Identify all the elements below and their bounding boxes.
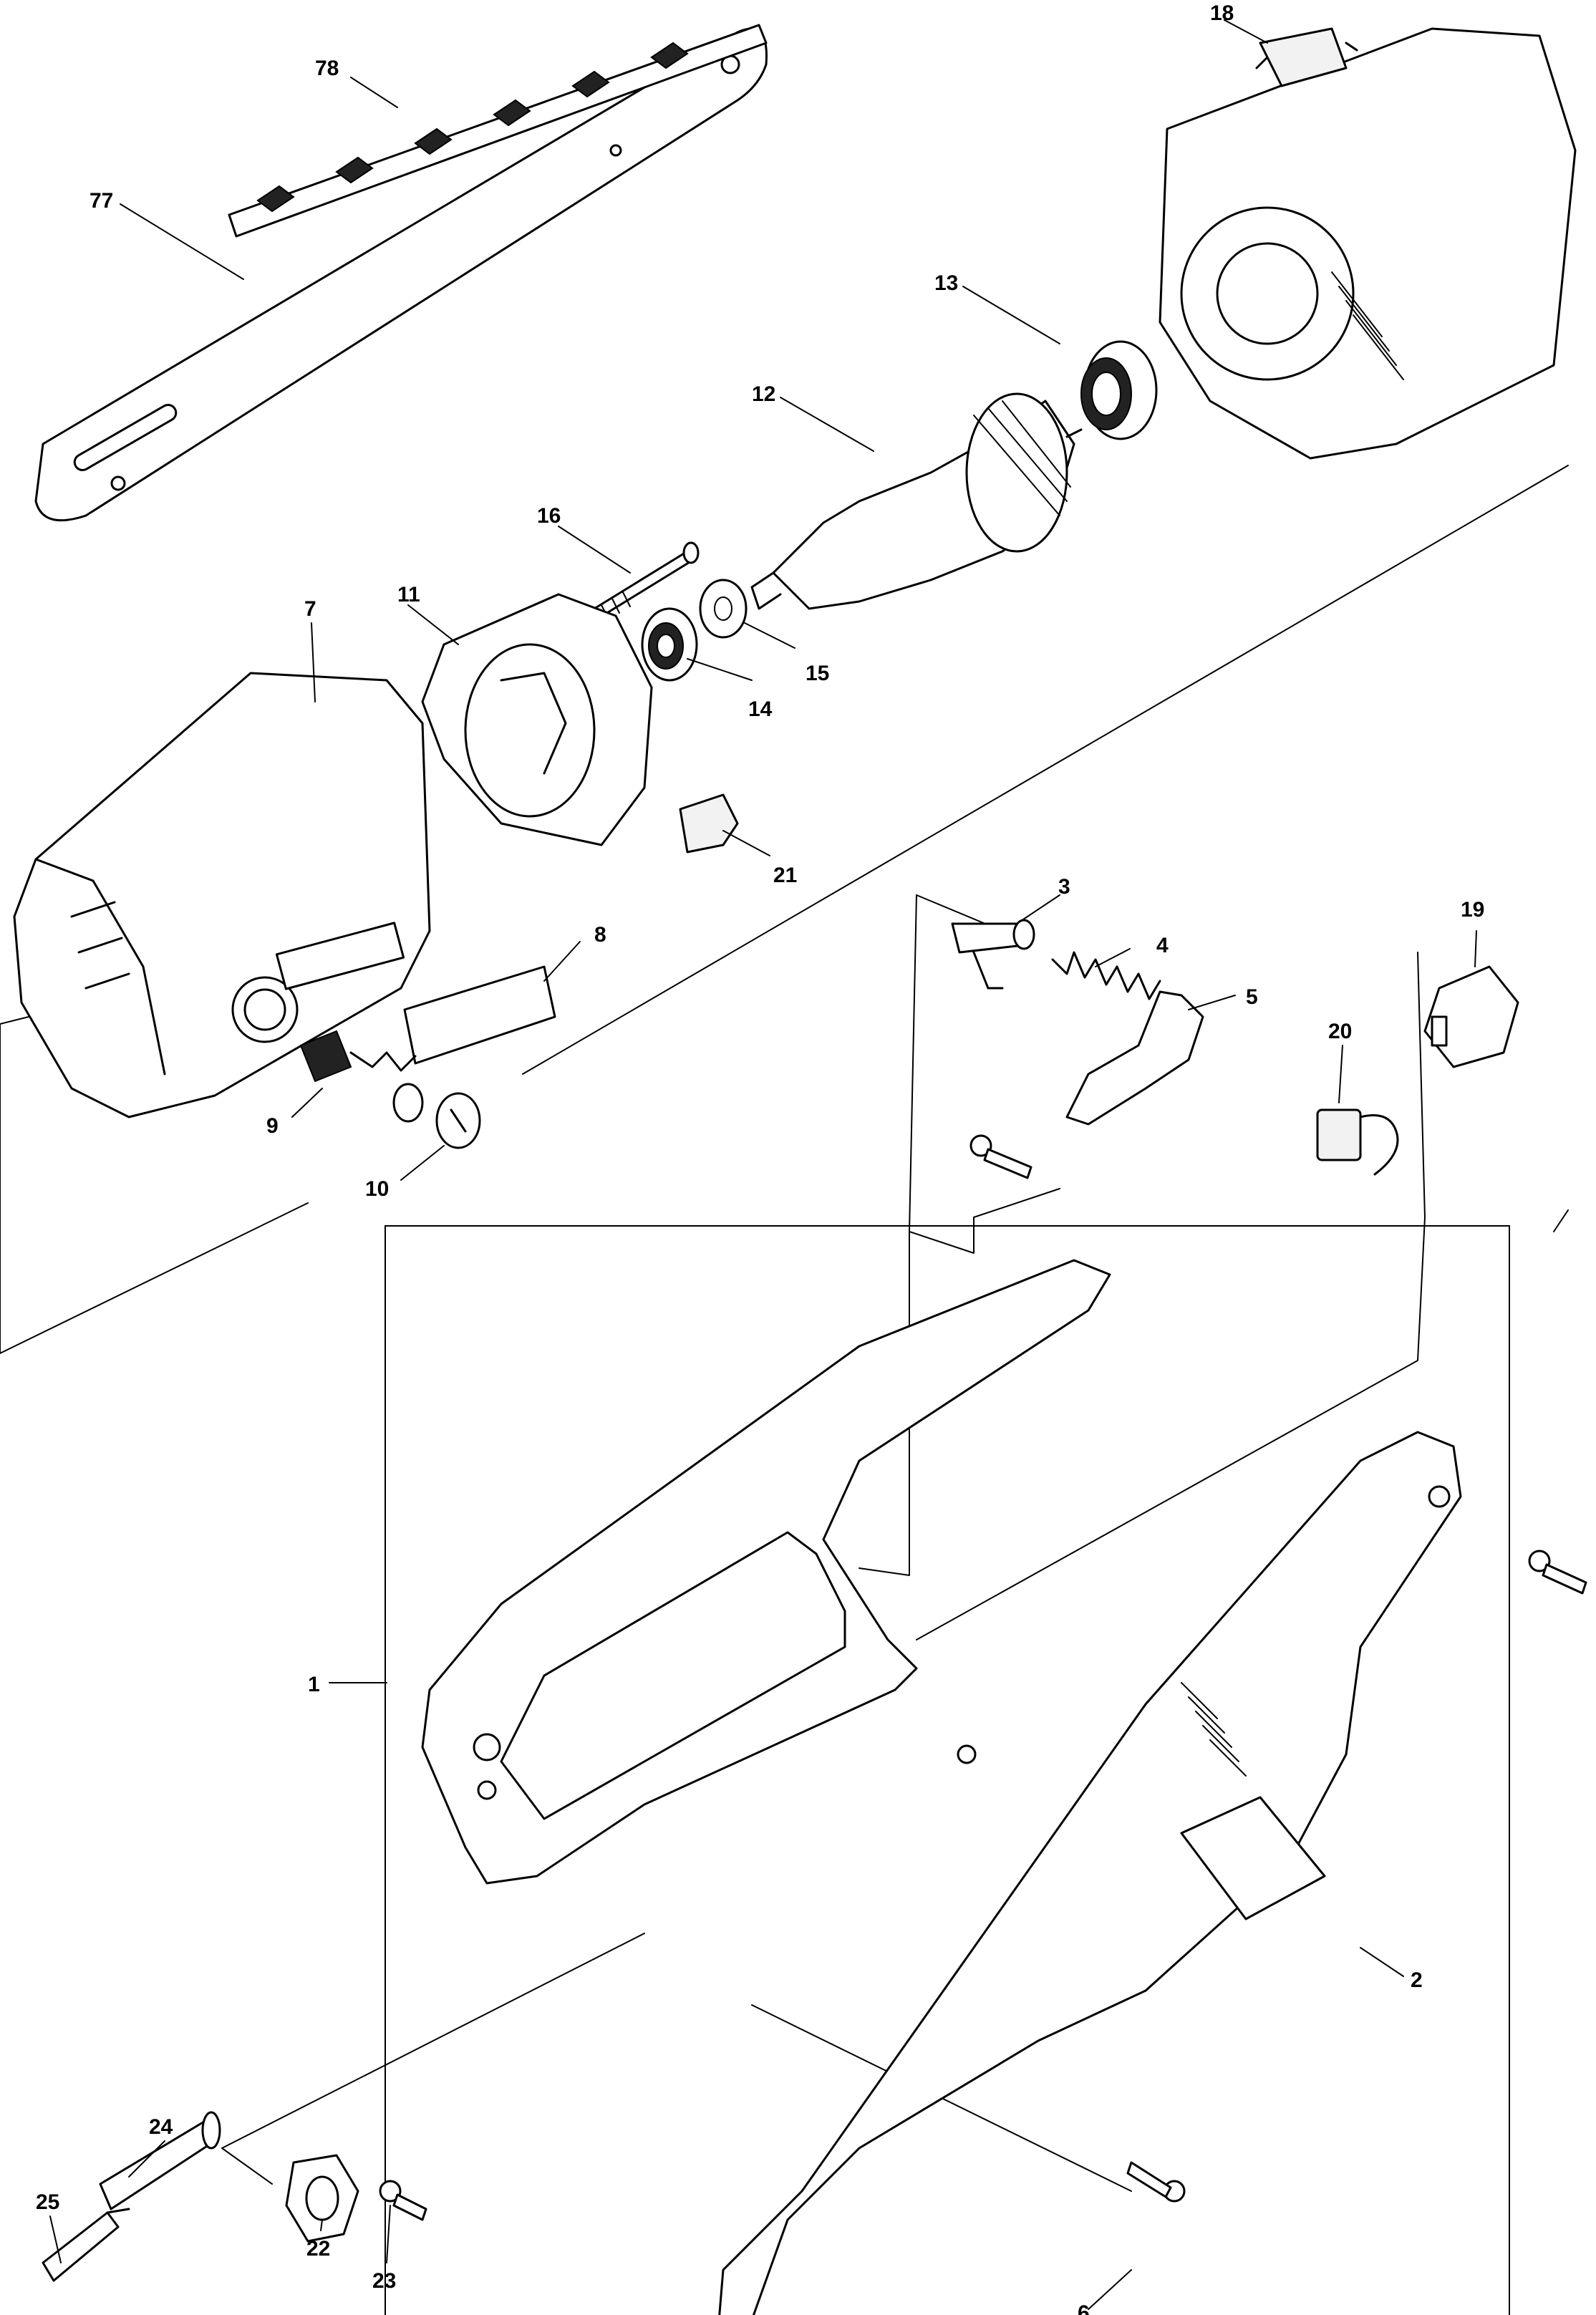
callout-1: 1 — [308, 1673, 320, 1696]
bearing-13 — [1080, 340, 1158, 440]
assembly-guide-lines — [0, 465, 1569, 2192]
capacitor — [1316, 1108, 1399, 1176]
callout-4: 4 — [1156, 934, 1169, 957]
callout-78: 78 — [315, 57, 339, 80]
label-plate — [403, 965, 556, 1065]
callout-9: 9 — [266, 1114, 279, 1138]
brush-holder — [679, 793, 739, 854]
callout-19: 19 — [1461, 898, 1484, 922]
motor-housing — [1159, 27, 1577, 460]
handle-housing-outer — [718, 1431, 1462, 2315]
power-cord — [42, 2208, 130, 2282]
callout-6: 6 — [1078, 2301, 1090, 2315]
screw-23 — [379, 2180, 427, 2221]
lock-pin — [951, 919, 1035, 990]
through-bolt — [593, 541, 700, 620]
handle-housing-inner — [421, 1259, 1111, 1885]
housing-group-frame — [385, 1225, 1510, 2315]
callout-23: 23 — [372, 2269, 396, 2293]
guide-bar — [34, 27, 768, 522]
callout-22: 22 — [306, 2237, 330, 2261]
callout-8: 8 — [594, 923, 606, 947]
callout-20: 20 — [1328, 1020, 1352, 1043]
callout-5: 5 — [1246, 985, 1258, 1009]
callout-15: 15 — [806, 662, 829, 685]
callout-25: 25 — [36, 2190, 59, 2214]
carbon-brush — [299, 1030, 424, 1123]
callout-18: 18 — [1210, 1, 1234, 25]
callout-16: 16 — [537, 504, 561, 528]
callout-labels: 78 77 18 13 12 16 11 7 15 14 21 3 8 4 19… — [36, 1, 1484, 2315]
callout-12: 12 — [752, 382, 775, 406]
callout-11: 11 — [397, 583, 420, 606]
callout-7: 7 — [304, 597, 316, 621]
bearing-14 — [641, 607, 698, 682]
leader-lines — [49, 19, 1477, 2310]
strain-relief — [285, 2154, 359, 2243]
callout-13: 13 — [934, 271, 958, 295]
screw-6 — [1126, 2161, 1186, 2203]
micro-switch — [1255, 27, 1358, 87]
spring — [1051, 951, 1161, 1000]
armature — [750, 392, 1083, 610]
washer — [699, 579, 748, 639]
callout-2: 2 — [1411, 1968, 1423, 1992]
stator-field — [421, 593, 653, 846]
callout-10: 10 — [365, 1177, 389, 1201]
tapping-screw-right — [1528, 1550, 1587, 1595]
callout-14: 14 — [748, 697, 773, 721]
saw-chain — [228, 24, 768, 238]
tapping-screw-small — [969, 1134, 1032, 1179]
switch-trigger — [1065, 990, 1204, 1126]
left-housing — [13, 672, 431, 1118]
callout-77: 77 — [90, 189, 113, 213]
brush-cap — [435, 1092, 481, 1149]
callout-3: 3 — [1058, 875, 1070, 899]
callout-24: 24 — [149, 2115, 173, 2139]
cord-guard — [99, 2111, 221, 2210]
terminal-block — [1423, 965, 1519, 1068]
callout-21: 21 — [773, 864, 797, 887]
